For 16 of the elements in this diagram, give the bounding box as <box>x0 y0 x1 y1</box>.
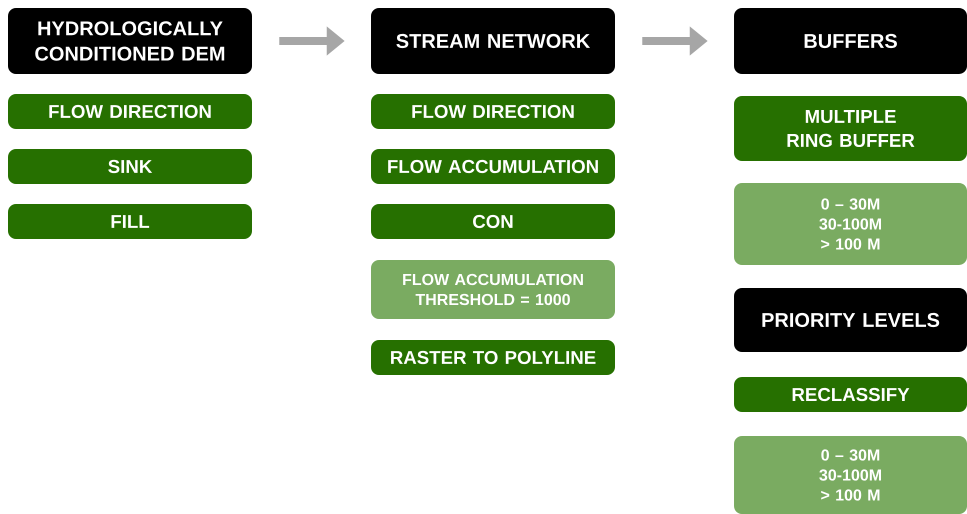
tool-box: FLOW ACCUMULATION <box>371 149 615 184</box>
tool-box: MULTIPLE RING BUFFER <box>734 96 967 161</box>
tool-box: FLOW DIRECTION <box>371 94 615 129</box>
header-box: HYDROLOGICALLY CONDITIONED DEM <box>8 8 252 74</box>
tool-box: FLOW DIRECTION <box>8 94 252 129</box>
tool-box: RECLASSIFY <box>734 377 967 412</box>
tool-box: RASTER TO POLYLINE <box>371 340 615 375</box>
tool-box: FILL <box>8 204 252 239</box>
parameter-box: 0 – 30M 30-100M > 100 M <box>734 436 967 514</box>
tool-box: CON <box>371 204 615 239</box>
header-box: BUFFERS <box>734 8 967 74</box>
parameter-box: 0 – 30M 30-100M > 100 M <box>734 183 967 265</box>
header-box: STREAM NETWORK <box>371 8 615 74</box>
parameter-box: FLOW ACCUMULATION THRESHOLD = 1000 <box>371 260 615 319</box>
tool-box: SINK <box>8 149 252 184</box>
header-box: PRIORITY LEVELS <box>734 288 967 352</box>
